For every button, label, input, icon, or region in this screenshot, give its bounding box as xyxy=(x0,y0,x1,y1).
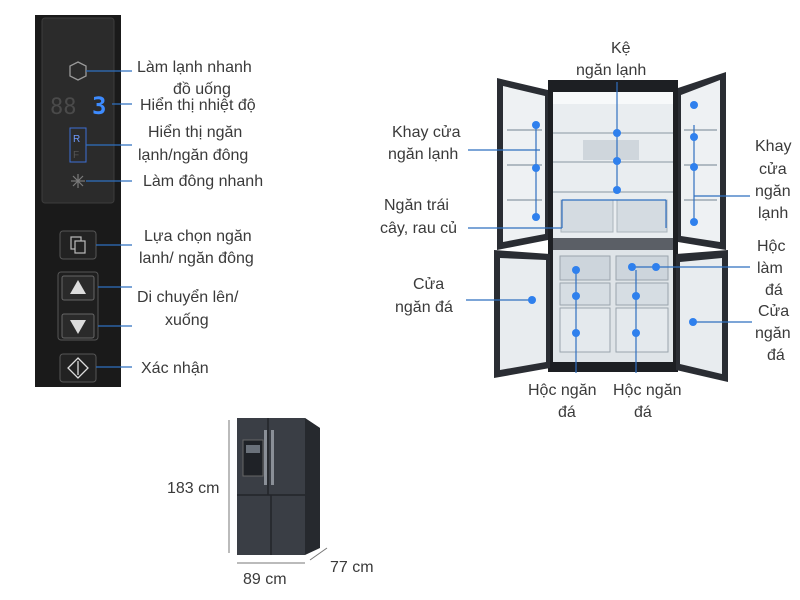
door-tray-right-label-1: Khay xyxy=(755,138,791,155)
triangle-up-icon xyxy=(70,280,86,294)
fridge-dots xyxy=(528,101,698,337)
freezer-drawer-left-label-1: Hộc ngăn xyxy=(528,382,597,399)
display-digits: 88 xyxy=(50,95,77,120)
panel-glass xyxy=(41,17,115,204)
freezer-door-left-label-2: ngăn đá xyxy=(395,299,453,316)
crisper-right xyxy=(616,199,668,233)
fast-cool-label-1: Làm lạnh nhanh xyxy=(137,59,252,76)
freezer-drawer-right xyxy=(615,307,669,353)
snowflake-icon xyxy=(71,174,85,188)
interior-light xyxy=(553,92,673,104)
freezer-door-right-label-3: đá xyxy=(767,347,785,364)
divider-bar xyxy=(553,238,673,250)
compartment-display-label-1: Hiển thị ngăn xyxy=(148,123,242,141)
right-lower-door-inner xyxy=(680,258,722,374)
ice-box-label-3: đá xyxy=(765,282,783,299)
door-tray-right-label-4: lạnh xyxy=(758,205,788,222)
select-label-1: Lựa chọn ngăn xyxy=(144,228,252,245)
width-dimension: 89 cm xyxy=(243,571,287,588)
control-panel: 88 3 R F xyxy=(35,15,121,387)
shelf-label-1: Kệ xyxy=(611,40,631,57)
door-tray-right-label-3: ngăn xyxy=(755,183,791,200)
right-upper-door-inner xyxy=(681,80,720,242)
freezer-drawer-right-label-2: đá xyxy=(634,404,652,421)
fast-cool-label-2: đồ uống xyxy=(173,81,231,98)
ice-box-label-2: làm xyxy=(757,260,783,277)
height-dimension: 183 cm xyxy=(167,480,219,497)
temp-display-label: Hiển thị nhiệt độ xyxy=(140,96,256,114)
freezer-door-left-label-1: Cửa xyxy=(413,276,444,293)
crisper-left xyxy=(560,199,614,233)
door-tray-right-label-2: cửa xyxy=(759,161,787,178)
freezer-drawer-left-top xyxy=(559,282,611,306)
panel-labels: Làm lạnh nhanh đồ uống Hiển thị nhiệt độ… xyxy=(137,59,263,377)
dispenser-display xyxy=(246,445,260,453)
freezer-drawer-left-label-2: đá xyxy=(558,404,576,421)
closed-fridge xyxy=(237,418,320,555)
shelf-box xyxy=(583,140,639,160)
left-handle xyxy=(264,430,267,485)
confirm-diamond-icon xyxy=(67,357,89,379)
freezer-door-right-label-1: Cửa xyxy=(758,303,789,320)
open-fridge xyxy=(494,72,728,382)
freezer-drawer-right-top xyxy=(615,282,669,306)
crisper-label-2: cây, rau củ xyxy=(380,220,457,237)
compartment-display-label-2: lạnh/ngăn đông xyxy=(138,147,248,164)
fast-freeze-label: Làm đông nhanh xyxy=(143,173,263,190)
right-handle xyxy=(271,430,274,485)
hexagon-icon xyxy=(69,61,87,81)
freezer-drawer-left xyxy=(559,307,611,353)
copy-icon xyxy=(70,236,86,254)
freezer-door-right-label-2: ngăn xyxy=(755,325,791,342)
freezer-drawer-right-label-1: Hộc ngăn xyxy=(613,382,682,399)
confirm-label: Xác nhận xyxy=(141,360,209,377)
ice-box-label-1: Hộc xyxy=(757,238,785,255)
left-lower-door-inner xyxy=(500,258,546,370)
display-digit-accent: 3 xyxy=(92,92,106,120)
door-tray-left-label-1: Khay cửa xyxy=(392,124,461,141)
fridge-side xyxy=(305,418,320,555)
fridge-labels: Kệ ngăn lạnh Khay cửa ngăn lạnh Ngăn trá… xyxy=(380,40,791,421)
fridge-indicator: R xyxy=(73,134,80,145)
move-label-1: Di chuyển lên/ xyxy=(137,288,239,306)
panel-callouts xyxy=(86,70,132,368)
ice-box-left xyxy=(559,255,611,281)
door-tray-left-label-2: ngăn lạnh xyxy=(388,146,458,163)
triangle-down-icon xyxy=(70,320,86,334)
ice-box-right xyxy=(615,255,669,281)
select-label-2: lanh/ ngăn đông xyxy=(139,250,254,267)
depth-dimension: 77 cm xyxy=(330,559,374,576)
shelf-label-2: ngăn lạnh xyxy=(576,62,646,79)
freezer-indicator: F xyxy=(73,150,79,161)
dimension-lines xyxy=(228,420,328,564)
crisper-label-1: Ngăn trái xyxy=(384,197,449,214)
move-label-2: xuống xyxy=(165,312,209,329)
